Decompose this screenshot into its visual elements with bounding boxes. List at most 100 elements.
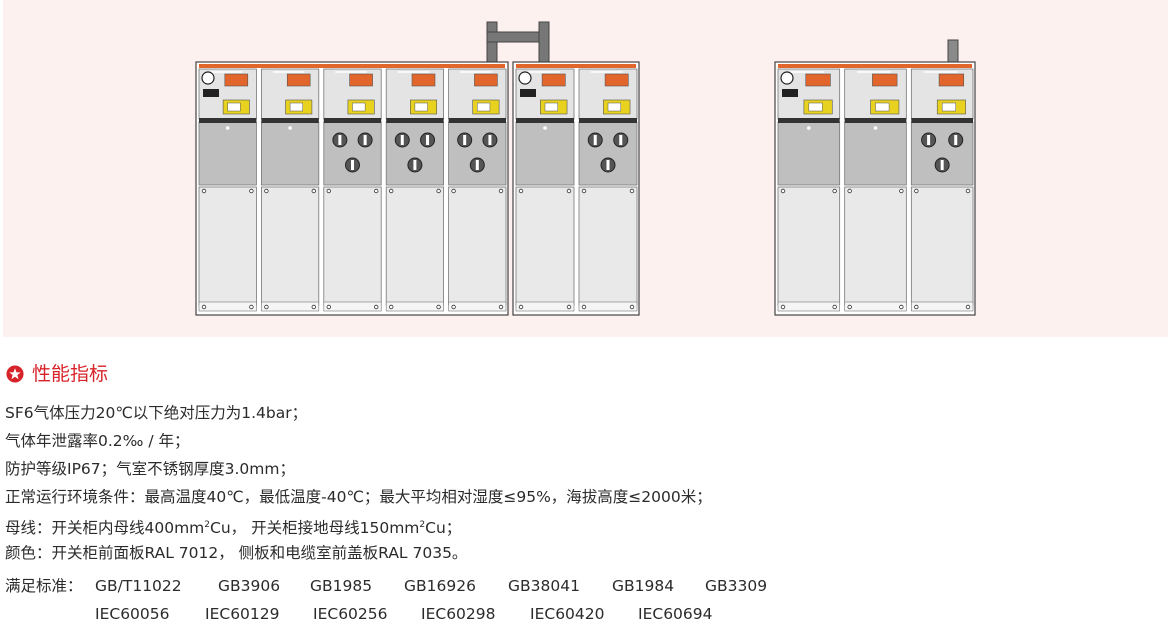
knob-mark: [475, 160, 479, 170]
star-circle-icon: [6, 365, 24, 383]
cable-compartment: [844, 186, 907, 306]
divider-band: [261, 118, 319, 123]
cable-compartment: [448, 186, 507, 306]
cable-compartment: [578, 186, 638, 306]
indicator-window: [875, 102, 890, 112]
knob-mark: [593, 135, 597, 145]
bolt: [914, 188, 919, 194]
mechanism-panel: [777, 121, 841, 186]
standard-8: IEC60056: [95, 605, 170, 623]
bolt: [566, 188, 572, 194]
standard-2: GB3906: [218, 577, 281, 595]
bolt: [249, 188, 254, 194]
pressure-gauge: [518, 71, 532, 85]
standard-6: GB1984: [612, 577, 675, 595]
busbar-sup-2: 2: [419, 520, 426, 530]
orange-indicator: [411, 73, 436, 87]
divider-band: [516, 118, 574, 123]
bolt: [451, 188, 456, 194]
standard-12: IEC60420: [530, 605, 605, 623]
panel-fuse-combination: [323, 68, 382, 312]
bolt: [566, 304, 572, 310]
bolt: [451, 304, 456, 310]
standard-13: IEC60694: [638, 605, 713, 623]
indicator-dot: [225, 126, 230, 130]
spec-line-gas-pressure: SF6气体压力20℃以下绝对压力为1.4bar；: [5, 404, 308, 422]
switchgear-drawing: [195, 21, 976, 316]
bolt: [498, 304, 504, 310]
base-plinth: [448, 301, 507, 312]
knob-mark: [463, 135, 467, 145]
panel-fuse-combination: [448, 68, 507, 312]
bolt: [311, 304, 316, 310]
standard-10: IEC60256: [313, 605, 388, 623]
top-strip: [199, 64, 505, 68]
divider-band: [448, 118, 506, 123]
cable-riser-right: [538, 21, 550, 63]
orange-indicator: [604, 73, 629, 87]
spec-line-protection: 防护等级IP67；气室不锈钢厚度3.0mm；: [5, 460, 295, 478]
bolt: [780, 304, 786, 310]
divider-band: [844, 118, 907, 123]
base-plinth: [385, 301, 444, 312]
nameplate: [520, 89, 536, 97]
bolt: [914, 304, 919, 310]
bolt: [629, 188, 635, 194]
bolt: [965, 188, 971, 194]
busbar-text-3: Cu；: [425, 519, 462, 538]
panel-load-switch: [515, 68, 575, 312]
spec-line-leak-rate: 气体年泄露率0.2‰ / 年；: [5, 432, 190, 450]
panel-load-switch: [844, 68, 907, 312]
bolt: [899, 304, 904, 310]
panel-load-switch: [198, 68, 257, 312]
mechanism-panel: [448, 121, 507, 186]
standards-label: 满足标准：: [5, 577, 83, 595]
indicator-dot: [288, 126, 292, 130]
bolt: [326, 188, 331, 194]
standard-11: IEC60298: [421, 605, 496, 623]
bolt: [249, 304, 254, 310]
orange-indicator: [805, 73, 831, 87]
bolt: [498, 188, 504, 194]
cable-compartment: [777, 186, 841, 306]
bolt: [389, 188, 394, 194]
indicator-window: [544, 102, 559, 112]
mechanism-panel: [260, 121, 320, 186]
base-plinth: [578, 301, 638, 312]
mechanism-panel: [578, 121, 638, 186]
cable-riser-single: [947, 39, 959, 63]
mechanism-panel: [844, 121, 907, 186]
indicator-window: [227, 102, 241, 112]
knob-mark: [927, 135, 931, 145]
panel-fuse-combination: [910, 68, 974, 312]
bolt: [436, 188, 441, 194]
orange-indicator: [872, 73, 898, 87]
indicator-window: [808, 102, 823, 112]
cable-compartment: [323, 186, 382, 306]
bolt: [436, 304, 441, 310]
knob-mark: [619, 135, 623, 145]
busbar-sup-1: 2: [204, 520, 211, 530]
switchgear-group-2: [512, 61, 640, 316]
divider-band: [323, 118, 382, 123]
divider-band: [579, 118, 637, 123]
cable-compartment: [385, 186, 445, 306]
indicator-dot: [543, 126, 547, 130]
bolt: [518, 188, 524, 194]
knob-mark: [940, 160, 944, 170]
divider-band: [911, 118, 973, 123]
knob-mark: [351, 160, 354, 170]
bolt: [581, 304, 587, 310]
knob-mark: [338, 135, 342, 145]
indicator-dot: [873, 126, 878, 130]
indicator-window: [607, 102, 622, 112]
busbar-text-2: Cu， 开关柜接地母线150mm: [210, 519, 420, 538]
bolt: [518, 304, 524, 310]
top-strip: [778, 64, 972, 68]
bolt: [374, 188, 379, 194]
bolt: [201, 304, 207, 310]
mechanism-panel: [198, 121, 257, 186]
standard-7: GB3309: [705, 577, 768, 595]
cable-compartment: [198, 186, 257, 306]
indicator-window: [477, 102, 491, 112]
